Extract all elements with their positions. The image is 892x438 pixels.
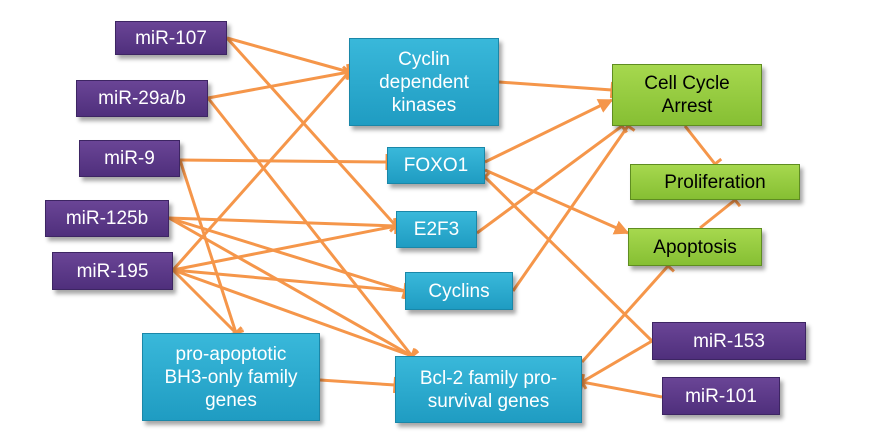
- foxo1-node: FOXO1: [387, 147, 485, 184]
- node-label: miR-101: [685, 385, 757, 407]
- mirna-mir-153-node: miR-153: [652, 322, 806, 360]
- node-label: miR-195: [76, 260, 149, 282]
- mirna-mir-9-node: miR-9: [79, 140, 180, 177]
- mirna-mir-29ab-node: miR-29a/b: [76, 80, 208, 117]
- edge-mir_125b-to-e2f3: [168, 216, 397, 228]
- edge-apoptosis-to-proliferation: [699, 198, 736, 230]
- edge-foxo1-to-apoptosis: [484, 168, 630, 235]
- edge-e2f3-to-arrest: [476, 124, 623, 235]
- bcl2-family-genes-node: Bcl-2 family pro- survival genes: [395, 356, 582, 423]
- edge-mir_153-to-foxo1: [483, 175, 654, 343]
- edge-mir_107-to-cdk: [226, 36, 350, 74]
- node-label: miR-125b: [65, 208, 149, 229]
- node-label: Cell Cycle Arrest: [644, 73, 730, 117]
- apoptosis-node: Apoptosis: [628, 228, 762, 266]
- cyclin-dependent-kinases-node: Cyclin dependent kinases: [349, 38, 499, 126]
- node-label: miR-9: [104, 148, 155, 169]
- e2f3-node: E2F3: [396, 211, 477, 248]
- edge-mir_101-to-bcl2: [581, 380, 663, 399]
- edge-bcl2-to-apoptosis: [580, 264, 670, 364]
- edge-mir_29ab-to-bcl2: [206, 97, 414, 357]
- edge-mir_153-to-bcl2: [581, 339, 653, 384]
- edge-mir_29ab-to-cdk: [207, 70, 350, 100]
- mirna-mir-125b-node: miR-125b: [45, 200, 169, 237]
- mirna-mir-107-node: miR-107: [115, 21, 227, 55]
- edge-mir_9-to-bh3: [178, 159, 238, 334]
- edge-mir_9-to-foxo1: [179, 158, 388, 164]
- node-label: Apoptosis: [653, 236, 737, 258]
- edge-cdk-to-arrest: [498, 80, 613, 92]
- node-label: miR-107: [135, 27, 207, 49]
- pro-apoptotic-bh3-genes-node: pro-apoptotic BH3-only family genes: [142, 333, 320, 421]
- edge-mir_195-to-e2f3: [172, 224, 397, 272]
- node-label: E2F3: [413, 219, 460, 240]
- edge-mir_195-to-cdk: [171, 71, 351, 271]
- node-label: pro-apoptotic BH3-only family genes: [164, 343, 298, 411]
- edge-foxo1-to-arrest: [484, 98, 614, 164]
- cyclins-node: Cyclins: [405, 272, 513, 310]
- edge-mir_195-to-bh3: [171, 268, 238, 335]
- node-label: miR-153: [693, 330, 765, 352]
- edge-bh3-to-bcl2: [319, 378, 396, 387]
- edge-mir_125b-to-bcl2: [168, 216, 413, 358]
- node-label: Cyclins: [428, 280, 490, 302]
- mirna-mir-195-node: miR-195: [52, 252, 173, 290]
- proliferation-node: Proliferation: [630, 164, 800, 200]
- edge-cyclins-to-arrest: [511, 125, 630, 292]
- cell-cycle-arrest-node: Cell Cycle Arrest: [612, 64, 762, 126]
- node-label: Bcl-2 family pro- survival genes: [419, 367, 558, 412]
- node-label: miR-29a/b: [98, 88, 186, 109]
- edge-mir_195-to-cyclins: [172, 268, 406, 293]
- node-label: FOXO1: [403, 155, 469, 176]
- node-label: Proliferation: [664, 171, 766, 193]
- edge-mir_107-to-e2f3: [225, 36, 398, 228]
- node-label: Cyclin dependent kinases: [379, 48, 469, 116]
- mirna-mir-101-node: miR-101: [662, 377, 780, 415]
- edge-mir_195-to-bcl2: [172, 268, 413, 358]
- edge-arrest-to-proliferation: [683, 125, 717, 165]
